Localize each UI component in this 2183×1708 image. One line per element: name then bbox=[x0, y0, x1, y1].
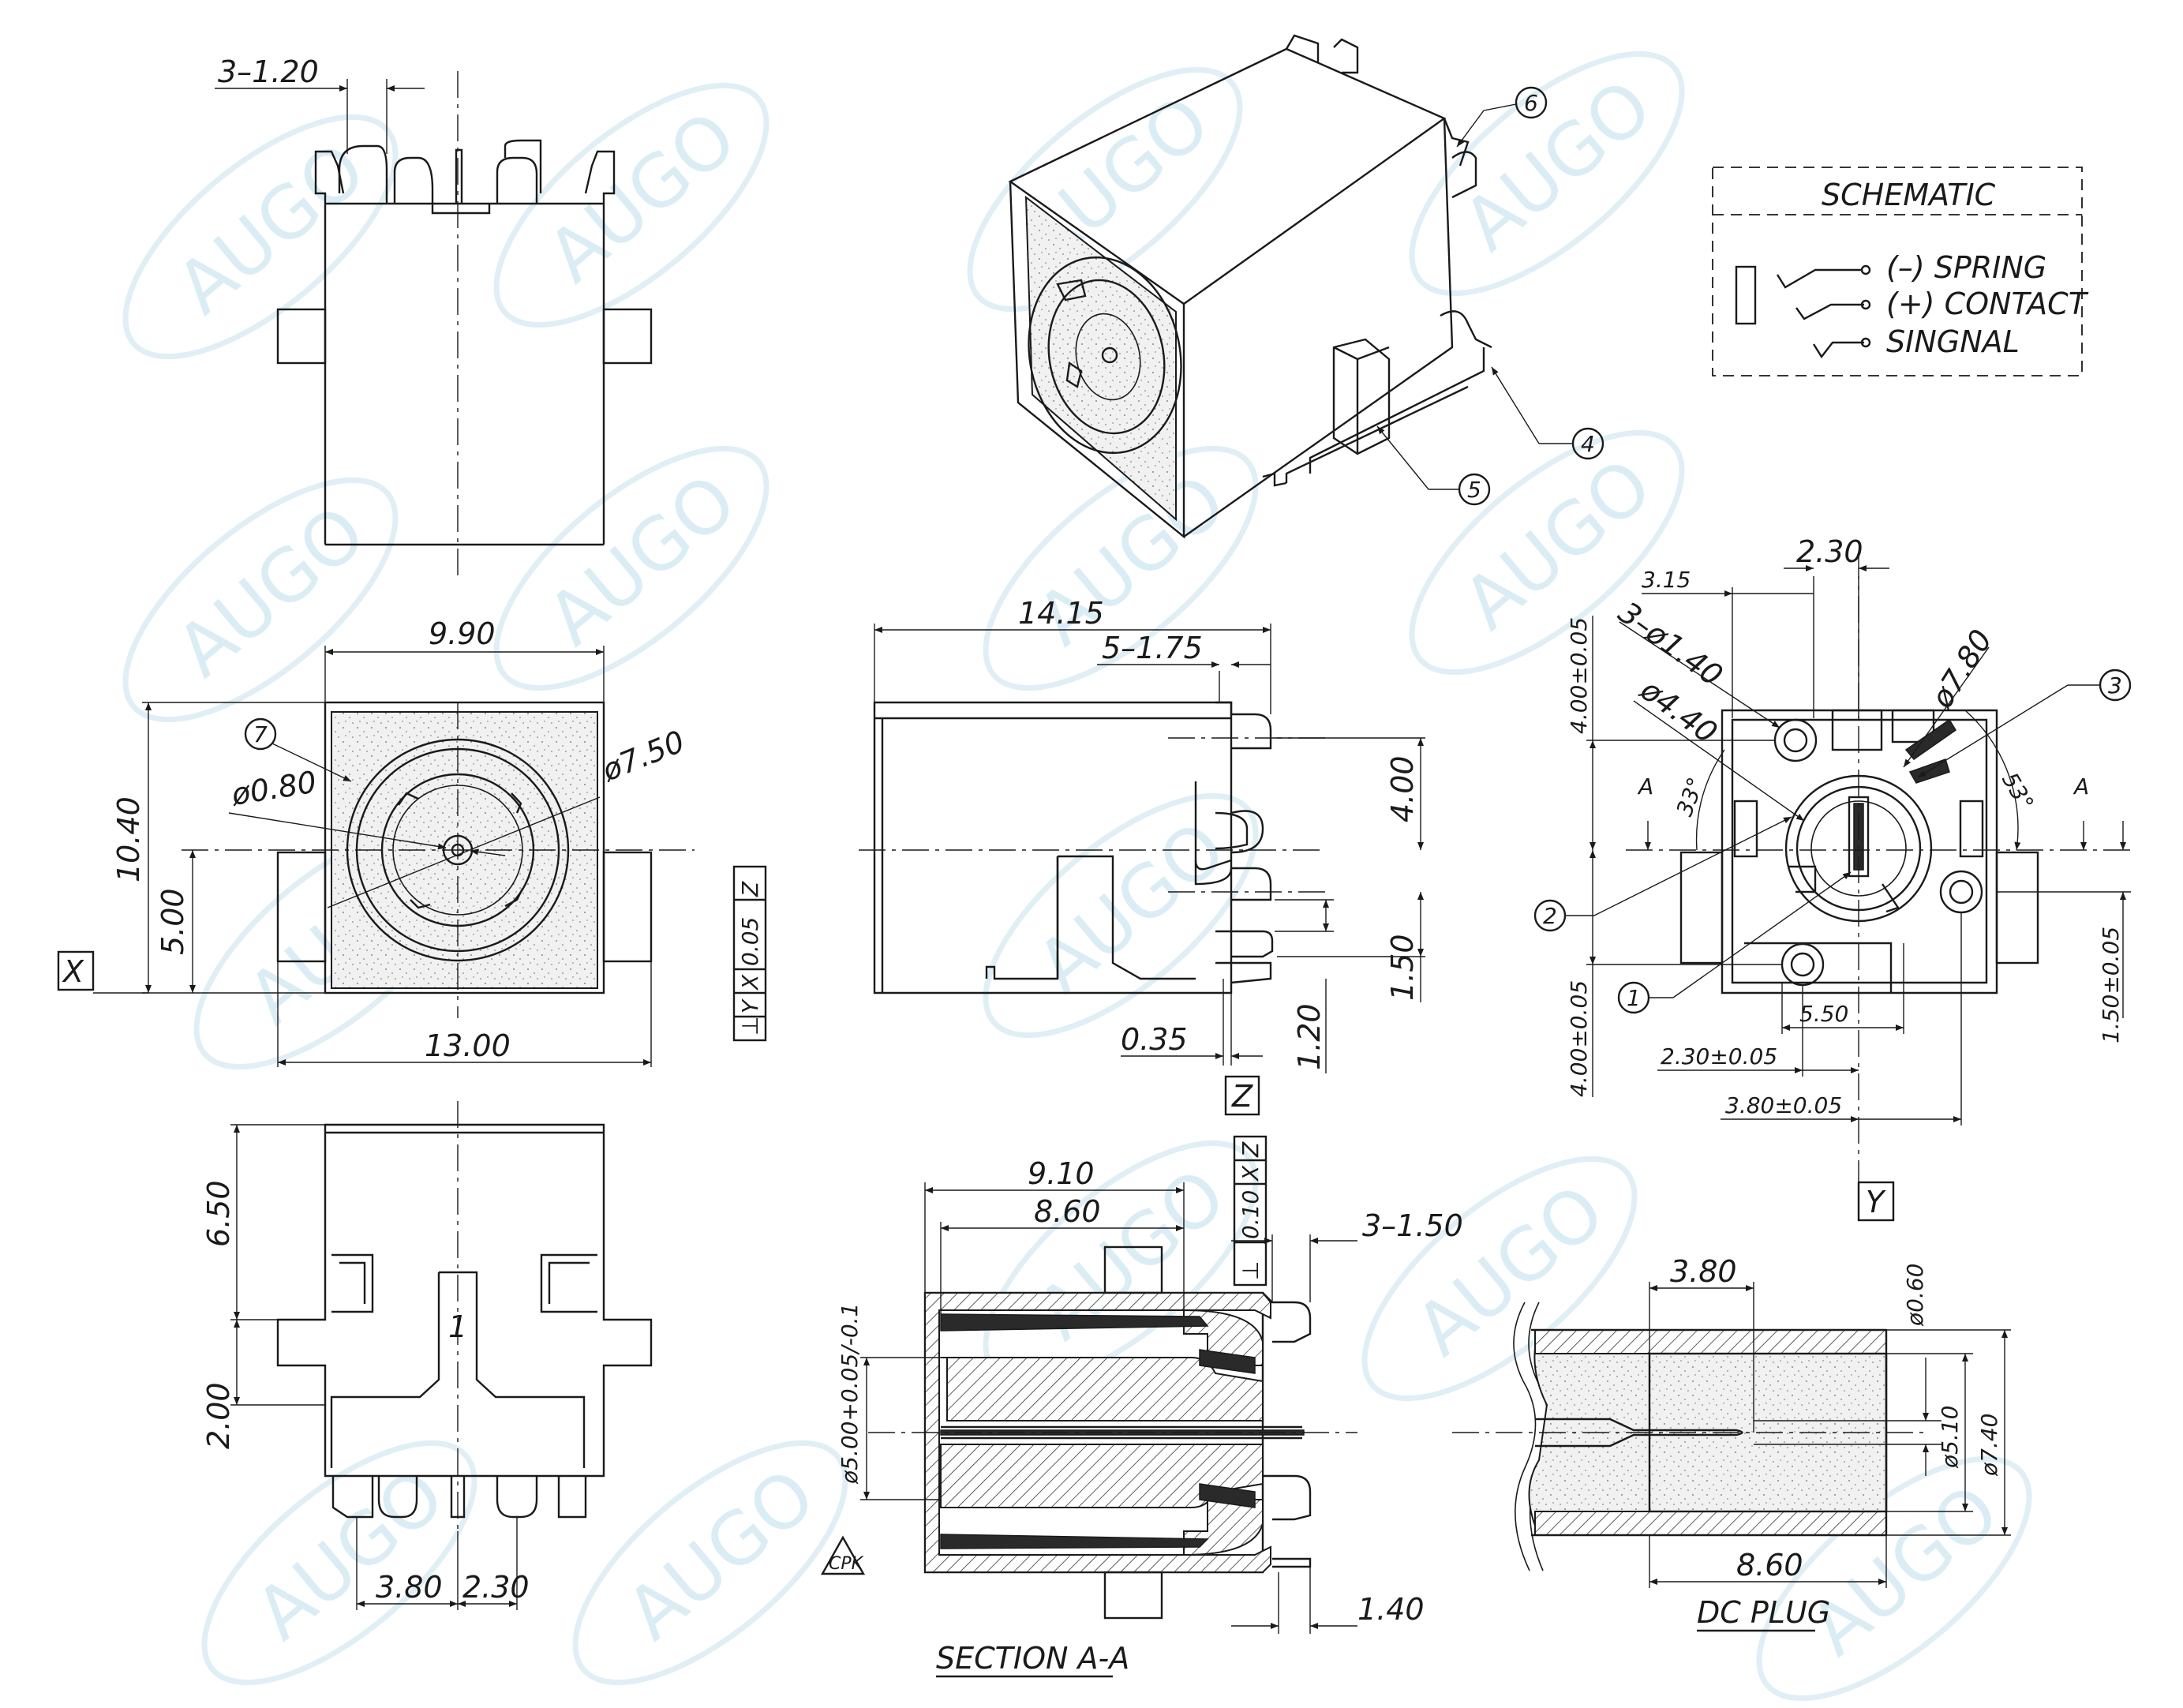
dim-bottom-5-50: 5.50 bbox=[1799, 1001, 1848, 1027]
dim-top-pins: 3–1.20 bbox=[218, 54, 319, 89]
watermark-text: AUGO bbox=[161, 489, 381, 693]
tol-section-z: Z bbox=[1238, 1141, 1264, 1158]
section-title: SECTION A-A bbox=[936, 1641, 1129, 1676]
callout-4: 4 bbox=[1581, 431, 1595, 457]
section-a-right: A bbox=[2073, 773, 2089, 800]
tol-front-value: 0.05 bbox=[737, 917, 763, 966]
dim-plug-5-10: ø5.10 bbox=[1937, 1406, 1963, 1469]
dim-side-length: 14.15 bbox=[1018, 596, 1104, 631]
dim-bottom-4-00-bottom: 4.00±0.05 bbox=[1566, 980, 1592, 1097]
dim-bottom-2-30-tol: 2.30±0.05 bbox=[1661, 1043, 1777, 1069]
dim-bottom-4-00-top: 4.00±0.05 bbox=[1566, 617, 1592, 734]
dim-side-pins: 5–1.75 bbox=[1102, 631, 1203, 665]
front-view: 9.90 13.00 10.40 5.00 X ø7.50 ø0.80 7 ⊥ bbox=[57, 616, 767, 1067]
schematic-spring: (–) SPRING bbox=[1886, 250, 2046, 285]
watermark-text: AUGO bbox=[161, 126, 381, 330]
dim-bottom-2-30: 2.30 bbox=[1796, 534, 1863, 569]
datum-x: X bbox=[62, 954, 84, 989]
dim-front-overall: 13.00 bbox=[425, 1028, 511, 1063]
dim-front-diam: ø7.50 bbox=[597, 724, 689, 788]
schematic-signal: SINGNAL bbox=[1886, 324, 2020, 359]
section-a-left: A bbox=[1637, 773, 1653, 800]
callout-6: 6 bbox=[1524, 90, 1538, 116]
callout-7: 7 bbox=[253, 721, 268, 747]
schematic-title: SCHEMATIC bbox=[1822, 178, 1996, 212]
watermark-text: AUGO bbox=[611, 1452, 831, 1656]
watermark-text: AUGO bbox=[1447, 63, 1668, 267]
dim-bottom-holes: 3–ø1.40 bbox=[1612, 595, 1729, 693]
dim-section-9-10: 9.10 bbox=[1028, 1156, 1095, 1191]
dim-section-diam: ø5.00+0.05/-0.1 bbox=[837, 1303, 863, 1485]
dim-plug-0-60: ø0.60 bbox=[1902, 1264, 1928, 1327]
dim-plug-8-60: 8.60 bbox=[1736, 1548, 1803, 1583]
top-view: 3–1.20 bbox=[215, 54, 653, 576]
dim-bottom-1-50-tol: 1.50±0.05 bbox=[2098, 927, 2124, 1043]
isometric-view: 6 4 5 bbox=[1008, 34, 1604, 539]
dim-section-pins: 3–1.50 bbox=[1362, 1208, 1463, 1243]
dim-section-1-40: 1.40 bbox=[1357, 1592, 1425, 1627]
dim-rear-h2: 2.00 bbox=[201, 1382, 236, 1449]
dim-rear-w2: 2.30 bbox=[462, 1570, 530, 1605]
dim-bottom-d7-80: ø7.80 bbox=[1924, 624, 1999, 715]
tol-front-x: X bbox=[737, 974, 763, 991]
cpk-mark: CPK bbox=[829, 1554, 864, 1574]
tol-front-z: Z bbox=[737, 881, 763, 897]
dim-front-pin: ø0.80 bbox=[229, 765, 319, 812]
tol-front-y: Y bbox=[737, 998, 763, 1013]
schematic-contact: (+) CONTACT bbox=[1886, 287, 2089, 321]
dim-section-8-60: 8.60 bbox=[1034, 1194, 1101, 1229]
callout-3: 3 bbox=[2108, 672, 2122, 699]
tol-front-symbol: ⊥ bbox=[737, 1017, 763, 1036]
section-view: 9.10 8.60 3–1.50 1.40 ø5.00+0.05/-0.1 ⊥ … bbox=[820, 1135, 1463, 1678]
dim-side-pitch2: 1.50 bbox=[1385, 934, 1420, 1001]
dim-side-offset2: 1.20 bbox=[1292, 1003, 1327, 1070]
callout-5: 5 bbox=[1467, 477, 1481, 503]
dim-front-half: 5.00 bbox=[155, 888, 190, 955]
dim-side-offset1: 0.35 bbox=[1121, 1022, 1188, 1057]
dim-bottom-3-15: 3.15 bbox=[1642, 567, 1691, 593]
dc-plug-view: 3.80 8.60 ø0.60 ø5.10 ø7.40 DC PLUG bbox=[1452, 1254, 2011, 1632]
dim-front-width: 9.90 bbox=[429, 616, 496, 651]
watermark-text: AUGO bbox=[240, 1452, 460, 1656]
callout-2: 2 bbox=[1543, 903, 1557, 929]
dim-plug-3-80: 3.80 bbox=[1670, 1254, 1737, 1289]
angle-53: 53° bbox=[1997, 768, 2039, 815]
plug-title: DC PLUG bbox=[1697, 1595, 1830, 1630]
dim-front-height: 10.40 bbox=[111, 796, 146, 882]
tol-section-symbol: ⊥ bbox=[1238, 1261, 1264, 1280]
rear-view: 1 6.50 2.00 3.80 2.30 bbox=[201, 1101, 653, 1610]
dim-plug-7-40: ø7.40 bbox=[1976, 1414, 2002, 1477]
schematic-box: SCHEMATIC (–) SPRING (+) CONTACT SINGNAL bbox=[1712, 167, 2089, 376]
datum-z: Z bbox=[1231, 1079, 1253, 1114]
dim-rear-w1: 3.80 bbox=[376, 1570, 443, 1605]
dim-rear-h1: 6.50 bbox=[201, 1180, 236, 1247]
datum-y: Y bbox=[1866, 1185, 1886, 1219]
bottom-view: 2.30 3.15 3–ø1.40 ø4.40 ø7.80 3 2 1 33° bbox=[1533, 534, 2132, 1222]
watermark-text: AUGO bbox=[532, 95, 752, 298]
tol-section-x: X bbox=[1238, 1165, 1264, 1182]
callout-1: 1 bbox=[1627, 985, 1641, 1011]
side-view: 14.15 5–1.75 4.00 1.50 1.20 0.35 Z bbox=[859, 596, 1425, 1116]
dim-side-pitch1: 4.00 bbox=[1385, 755, 1420, 822]
angle-33: 33° bbox=[1672, 773, 1709, 819]
dim-bottom-3-80-tol: 3.80±0.05 bbox=[1725, 1092, 1842, 1118]
tol-section-value: 0.10 bbox=[1238, 1190, 1264, 1239]
watermark-text: AUGO bbox=[532, 458, 752, 661]
